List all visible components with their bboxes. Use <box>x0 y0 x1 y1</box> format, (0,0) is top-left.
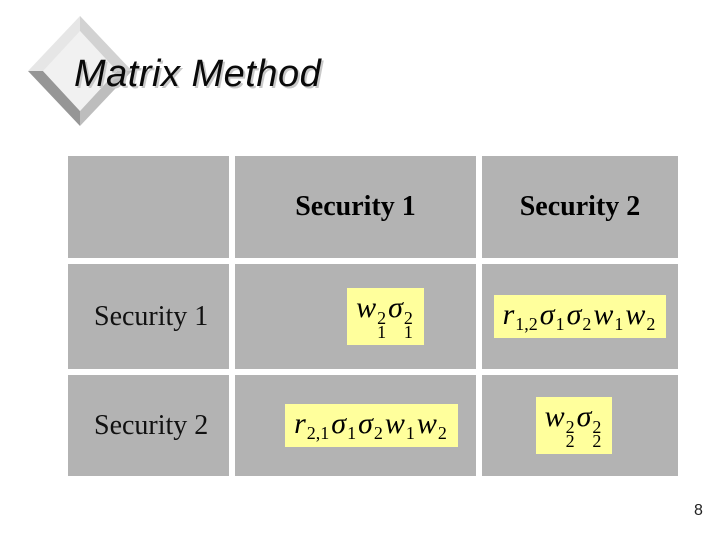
row-header-security-2: Security 2 <box>68 375 229 476</box>
page-number: 8 <box>694 502 703 519</box>
page-title: Matrix Method <box>74 53 322 95</box>
diamond-logo-icon <box>26 14 134 128</box>
formula-r21-sigma1-sigma2-w1-w2: r2,1σ1σ2w1w2 <box>285 404 458 447</box>
col-header-security-1: Security 1 <box>235 156 476 258</box>
row-header-security-1: Security 1 <box>68 264 229 369</box>
corner-cell <box>68 156 229 258</box>
formula-cell-1-2: r1,2σ1σ2w1w2 <box>482 264 678 369</box>
diamond-logo-svg <box>28 16 132 126</box>
col-header-security-2: Security 2 <box>482 156 678 258</box>
formula-r12-sigma1-sigma2-w1-w2: r1,2σ1σ2w1w2 <box>493 295 667 338</box>
formula-cell-2-1: r2,1σ1σ2w1w2 <box>235 375 476 476</box>
